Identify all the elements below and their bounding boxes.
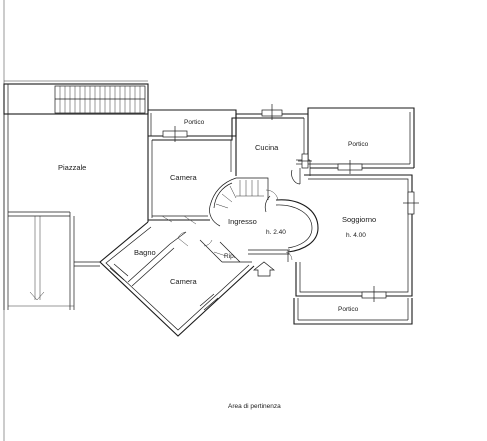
label-soggiorno-height: h. 4.00: [346, 232, 366, 239]
entrance-arrow-icon: [253, 261, 275, 277]
label-soggiorno: Soggiorno: [342, 215, 376, 224]
label-portico-top-left: Portico: [184, 119, 205, 126]
caption-area-di-pertinenza: Area di pertinenza: [228, 403, 281, 410]
label-camera-lower: Camera: [170, 277, 198, 286]
piazzale-area: [3, 83, 149, 310]
label-cucina: Cucina: [255, 143, 279, 152]
label-ingresso-height: h. 2.40: [266, 229, 286, 236]
label-rip: Rip.: [224, 253, 236, 260]
windows: [109, 104, 419, 311]
label-bagno: Bagno: [134, 248, 156, 257]
doors: [161, 215, 293, 261]
portico-bottom: [293, 298, 413, 325]
label-portico-top-right: Portico: [348, 141, 369, 148]
curved-bay: [264, 189, 319, 253]
spiral-staircase: [209, 177, 269, 227]
house-walls: [99, 107, 415, 337]
staircase-top: [54, 85, 146, 114]
label-camera-upper: Camera: [170, 173, 198, 182]
label-ingresso: Ingresso: [228, 217, 257, 226]
label-portico-bottom: Portico: [338, 306, 359, 313]
property-boundary: [3, 0, 148, 441]
label-piazzale: Piazzale: [58, 163, 86, 172]
